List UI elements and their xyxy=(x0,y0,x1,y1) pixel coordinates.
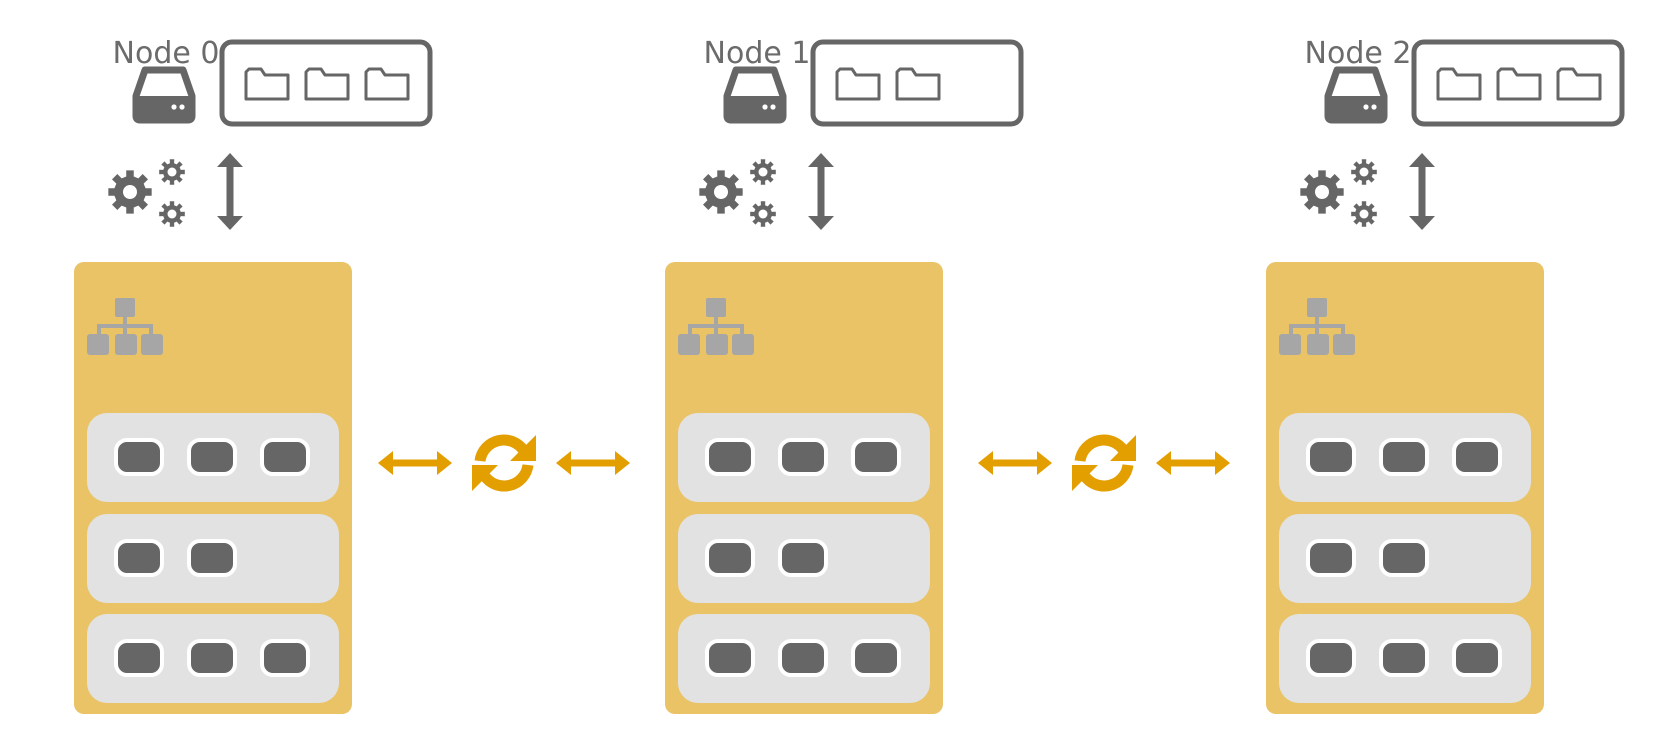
folder-icon xyxy=(895,67,941,101)
partition-row xyxy=(87,514,339,603)
data-block xyxy=(1306,539,1356,577)
small-gear-icon xyxy=(750,201,776,227)
hard-drive-icon xyxy=(132,66,196,124)
node-panel xyxy=(74,262,352,714)
data-block xyxy=(705,639,755,677)
gears-icon xyxy=(108,170,152,214)
partition-row xyxy=(1279,514,1531,603)
data-block xyxy=(1306,639,1356,677)
folder-icon xyxy=(1496,67,1542,101)
gears-icon xyxy=(1300,170,1344,214)
data-block xyxy=(1452,438,1502,476)
storage-box xyxy=(810,39,1024,127)
folder-icon xyxy=(1556,67,1602,101)
network-hierarchy-icon xyxy=(678,298,754,355)
data-block xyxy=(187,639,237,677)
data-block xyxy=(1379,438,1429,476)
partition-row xyxy=(678,413,930,502)
data-block xyxy=(851,438,901,476)
data-block xyxy=(705,438,755,476)
horizontal-double-arrow-icon xyxy=(378,451,452,475)
data-block xyxy=(187,438,237,476)
data-block xyxy=(114,539,164,577)
data-block xyxy=(778,639,828,677)
data-block xyxy=(851,639,901,677)
data-block xyxy=(1379,539,1429,577)
folder-icon xyxy=(1436,67,1482,101)
data-block xyxy=(1452,639,1502,677)
data-block xyxy=(114,639,164,677)
small-gear-icon xyxy=(1351,201,1377,227)
hard-drive-icon xyxy=(723,66,787,124)
folder-icon xyxy=(304,67,350,101)
small-gear-icon xyxy=(159,159,185,185)
storage-box xyxy=(1411,39,1625,127)
horizontal-double-arrow-icon xyxy=(1156,451,1230,475)
data-block xyxy=(1379,639,1429,677)
data-block xyxy=(778,438,828,476)
data-block xyxy=(187,539,237,577)
node-group-1: Node 1 xyxy=(665,36,1024,714)
small-gear-icon xyxy=(750,159,776,185)
node-label: Node 2 xyxy=(1305,36,1412,71)
small-gear-icon xyxy=(1351,159,1377,185)
storage-box xyxy=(219,39,433,127)
node-label: Node 1 xyxy=(704,36,811,71)
vertical-double-arrow-icon xyxy=(217,153,243,230)
sync-icon xyxy=(1072,434,1136,492)
partition-row xyxy=(87,413,339,502)
network-hierarchy-icon xyxy=(87,298,163,355)
network-hierarchy-icon xyxy=(1279,298,1355,355)
gears-icon xyxy=(699,170,743,214)
folder-icon xyxy=(244,67,290,101)
partition-row xyxy=(678,514,930,603)
node-panel xyxy=(665,262,943,714)
partition-row xyxy=(1279,614,1531,703)
node-group-0: Node 0 xyxy=(74,36,433,714)
hard-drive-icon xyxy=(1324,66,1388,124)
sync-icon xyxy=(472,434,536,492)
partition-row xyxy=(1279,413,1531,502)
data-block xyxy=(1306,438,1356,476)
folder-icon xyxy=(835,67,881,101)
data-block xyxy=(114,438,164,476)
node-group-2: Node 2 xyxy=(1266,36,1625,714)
data-block xyxy=(260,639,310,677)
small-gear-icon xyxy=(159,201,185,227)
vertical-double-arrow-icon xyxy=(808,153,834,230)
node-panel xyxy=(1266,262,1544,714)
partition-row xyxy=(678,614,930,703)
partition-row xyxy=(87,614,339,703)
horizontal-double-arrow-icon xyxy=(978,451,1052,475)
data-block xyxy=(778,539,828,577)
node-label: Node 0 xyxy=(113,36,220,71)
data-block xyxy=(705,539,755,577)
vertical-double-arrow-icon xyxy=(1409,153,1435,230)
horizontal-double-arrow-icon xyxy=(556,451,630,475)
folder-icon xyxy=(364,67,410,101)
data-block xyxy=(260,438,310,476)
